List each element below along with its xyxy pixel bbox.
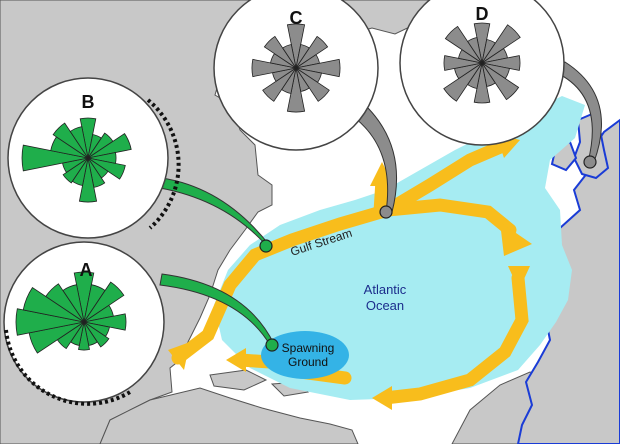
rose-d-wedge (443, 55, 483, 71)
rose-d-wedge (467, 37, 483, 64)
rose-a-wedge (83, 321, 110, 348)
rose-b-wedge (87, 133, 132, 159)
rose-c-wedge (295, 35, 329, 69)
gulf-stream-arrow (171, 198, 517, 365)
ocean-label-line2: Ocean (366, 298, 404, 313)
rose-b (21, 117, 132, 203)
marker-a (265, 338, 279, 352)
panel-c-label: C (290, 8, 303, 28)
arrowhead-east (500, 222, 532, 256)
panel-b-label: B (82, 92, 95, 112)
rose-c-wedge (286, 23, 306, 69)
rose-a-wedge (83, 281, 125, 323)
rose-a-wedge (83, 313, 127, 331)
panel-d-label: D (476, 4, 489, 24)
rose-c (251, 23, 341, 113)
rose-d-wedge (443, 62, 483, 102)
rose-a-wedge (78, 321, 90, 351)
rose-b-wedge (52, 122, 89, 159)
rose-b-wedge (87, 157, 126, 180)
rose-b-wedge (62, 157, 89, 184)
rose-b-wedge (69, 126, 89, 159)
canary-current-arrow (378, 271, 529, 405)
rose-c-wedge (263, 35, 297, 69)
panel-b-dotted-arc (146, 98, 181, 230)
rose-a-wedge (15, 308, 85, 336)
rose-d (443, 22, 521, 104)
rose-c-wedge (295, 67, 330, 102)
atlantic-water (214, 96, 585, 400)
rose-a (15, 271, 127, 354)
panel-d: D (399, 0, 565, 146)
rose-c-wedge (295, 58, 341, 78)
rose-d-wedge (481, 62, 520, 101)
rose-a-wedge (22, 287, 85, 323)
rose-c-wedge (286, 67, 306, 113)
marker-c (379, 205, 393, 219)
rose-b-wedge (21, 144, 89, 172)
north-drift-arrow (381, 138, 512, 217)
marker-b (259, 239, 273, 253)
rose-a-wedge (62, 284, 85, 323)
rose-d-wedge (481, 24, 521, 64)
spawning-ground (261, 331, 349, 379)
rose-d-wedge (444, 25, 483, 64)
rose-c-wedge (251, 58, 297, 78)
rose-c-wedge (282, 44, 297, 69)
panel-a: A (3, 241, 165, 406)
arrowhead-southwest (372, 386, 392, 410)
panel-c: C (213, 0, 379, 151)
central-america-land (99, 387, 359, 444)
panel-a-label: A (80, 260, 93, 280)
rose-d-wedge (473, 22, 491, 64)
arrowhead-south (508, 266, 530, 290)
spawning-label-line1: Spawning (282, 341, 335, 355)
rose-d-wedge (481, 55, 521, 71)
rose-a-wedge (73, 271, 95, 323)
rose-b-wedge (78, 157, 98, 203)
rose-d-wedge (473, 62, 491, 104)
rose-c-wedge (262, 67, 297, 102)
arrowhead-gulf-start (168, 342, 190, 370)
rose-a-wedge (45, 283, 85, 323)
marker-d (583, 155, 597, 169)
caribbean-island-1 (209, 369, 268, 391)
panel-b: B (7, 77, 181, 239)
ocean-label-line1: Atlantic (364, 282, 407, 297)
spawning-label-line2: Ground (288, 355, 328, 369)
rose-b-wedge (79, 117, 97, 159)
arrowhead-west (226, 348, 246, 372)
